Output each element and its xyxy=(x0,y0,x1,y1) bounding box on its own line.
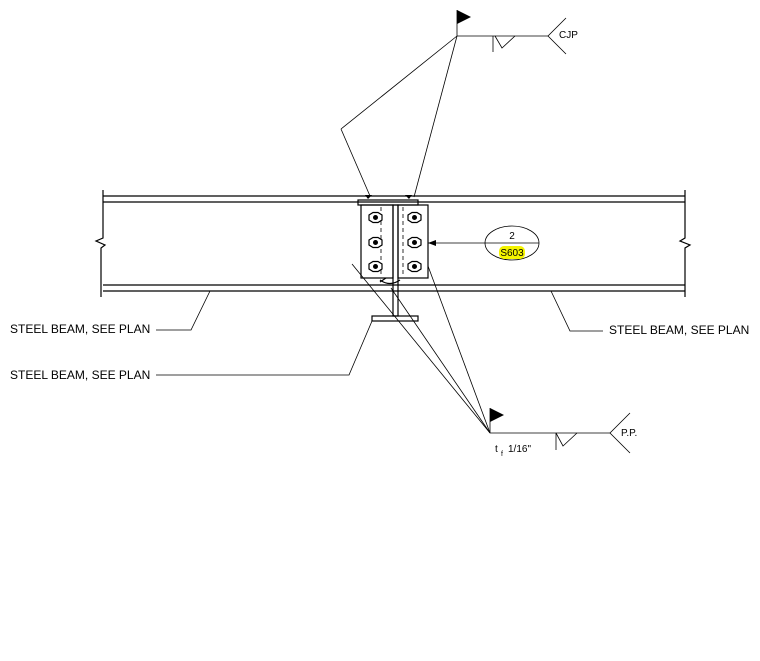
bolt xyxy=(368,236,383,249)
steel-beam-elevation xyxy=(94,190,692,297)
leader-arrow xyxy=(351,263,491,434)
flange-weld-marks xyxy=(365,195,412,285)
weld-tail-text-cjp: CJP xyxy=(559,30,578,41)
sheet-reference[interactable]: S603 xyxy=(500,248,524,259)
callout-arrow-icon xyxy=(428,240,436,246)
bevel-weld-icon xyxy=(555,432,578,447)
bolt xyxy=(368,211,383,224)
bolt-group xyxy=(368,211,422,273)
leader-arrow xyxy=(340,35,458,130)
shear-plate-right xyxy=(397,204,429,279)
detail-number[interactable]: 2 xyxy=(509,231,515,242)
weld-tail-icon xyxy=(609,412,631,454)
weld-symbol-bottom xyxy=(351,263,631,454)
bolt xyxy=(368,260,383,273)
beam-label-left-upper: STEEL BEAM, SEE PLAN xyxy=(10,322,150,336)
bevel-weld-icon xyxy=(494,35,516,49)
sheet-highlight xyxy=(499,246,525,259)
beam-callout-left-lower: STEEL BEAM, SEE PLAN xyxy=(10,320,373,382)
weld-note-t: t xyxy=(495,444,498,455)
bolt xyxy=(407,236,422,249)
beam-label-right: STEEL BEAM, SEE PLAN xyxy=(609,323,749,337)
beam-callout-left-upper: STEEL BEAM, SEE PLAN xyxy=(10,290,211,336)
weld-symbol-top xyxy=(340,10,567,198)
bolt xyxy=(407,211,422,224)
beam-label-left-lower: STEEL BEAM, SEE PLAN xyxy=(10,368,150,382)
weld-note-size: 1/16" xyxy=(508,444,531,455)
weld-size-note: t f 1/16" xyxy=(495,444,531,458)
field-weld-flag-icon xyxy=(490,408,504,422)
field-weld-flag-icon xyxy=(457,10,471,24)
weld-tail-icon xyxy=(547,17,567,55)
detail-callout: 2 S603 xyxy=(428,225,540,261)
bolt xyxy=(407,260,422,273)
weld-tail-text-pp: P.P. xyxy=(621,428,637,439)
weld-note-sub: f xyxy=(501,451,503,458)
beam-callout-right: STEEL BEAM, SEE PLAN xyxy=(550,290,749,337)
